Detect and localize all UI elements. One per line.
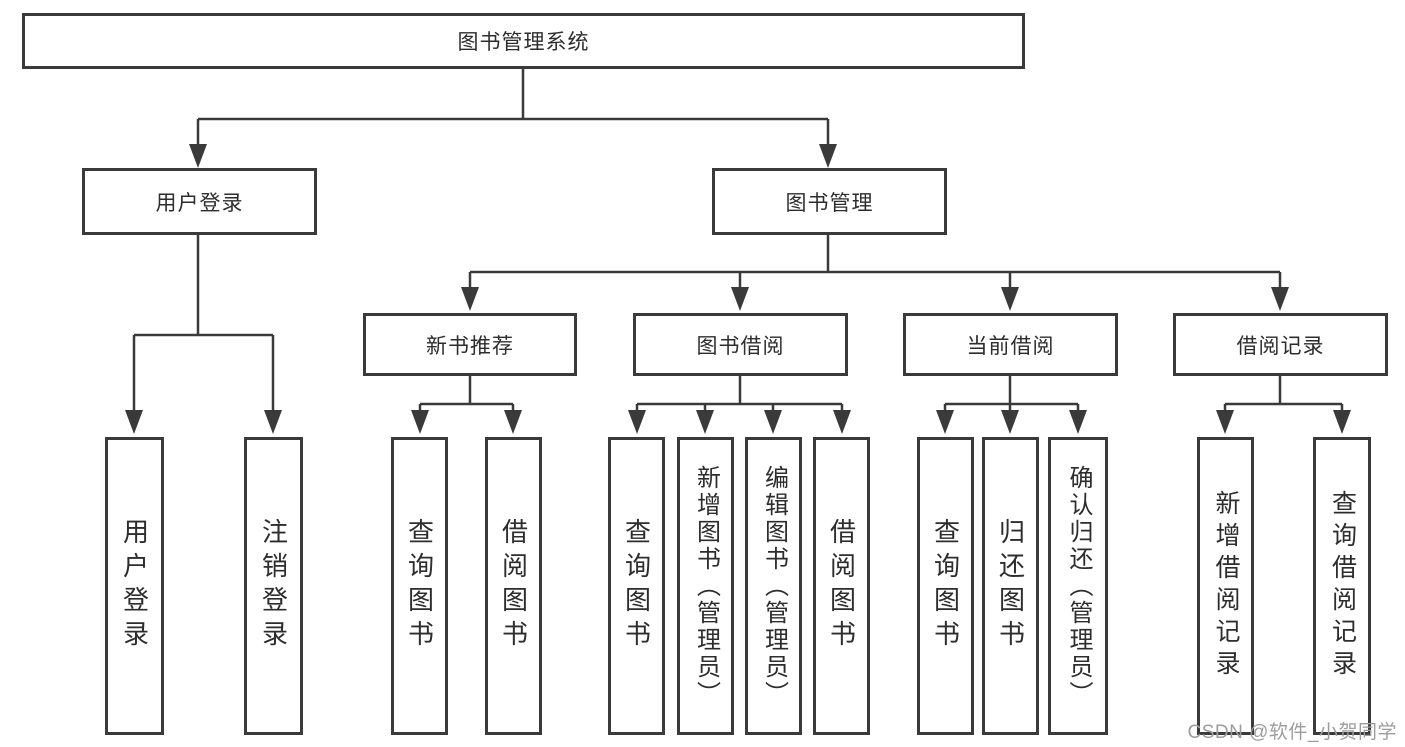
- leaf-add-books-admin: 新增图书（管理员）: [677, 437, 734, 735]
- leaf-user-login: 用户登录: [105, 437, 164, 735]
- leaf-query-books-borrow: 查询图书: [608, 437, 665, 735]
- leaf-borrow-books-borrow: 借阅图书: [813, 437, 870, 735]
- leaf-edit-books-admin: 编辑图书（管理员）: [745, 437, 802, 735]
- node-new-book-recommend: 新书推荐: [363, 313, 577, 376]
- connector-book-management-children: [461, 235, 1289, 311]
- connector-book-borrow-children: [628, 376, 851, 434]
- node-root-library-management-system: 图书管理系统: [22, 13, 1025, 69]
- connector-root-to-level1: [189, 69, 837, 168]
- node-current-borrow: 当前借阅: [903, 313, 1118, 376]
- leaf-return-books: 归还图书: [982, 437, 1039, 735]
- connector-borrow-record-children: [1216, 376, 1351, 434]
- leaf-query-borrow-record: 查询借阅记录: [1313, 437, 1371, 735]
- node-user-login: 用户登录: [82, 168, 317, 235]
- node-book-borrow: 图书借阅: [633, 313, 848, 376]
- node-book-management: 图书管理: [712, 168, 947, 235]
- leaf-borrow-books-recommend: 借阅图书: [485, 437, 542, 735]
- node-borrow-record: 借阅记录: [1173, 313, 1388, 376]
- leaf-query-books-recommend: 查询图书: [391, 437, 448, 735]
- connector-current-borrow-children: [936, 376, 1087, 434]
- connector-new-book-recommend-children: [411, 376, 522, 434]
- leaf-confirm-return-admin: 确认归还（管理员）: [1048, 437, 1108, 735]
- csdn-watermark: CSDN @软件_小贺同学: [1187, 722, 1397, 743]
- leaf-query-books-current: 查询图书: [917, 437, 974, 735]
- leaf-logout-login: 注销登录: [244, 437, 303, 735]
- connector-user-login-children: [125, 235, 282, 434]
- leaf-add-borrow-record: 新增借阅记录: [1197, 437, 1254, 735]
